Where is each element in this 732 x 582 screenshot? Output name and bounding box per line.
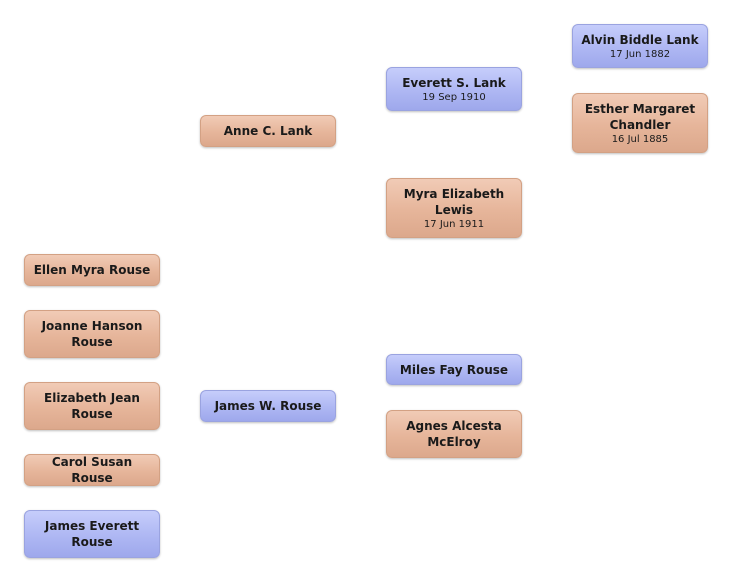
person-card-everett-s-lank[interactable]: Everett S. Lank 19 Sep 1910 — [386, 67, 522, 111]
person-card-james-everett-rouse[interactable]: James Everett Rouse — [24, 510, 160, 558]
person-name: Agnes Alcesta McElroy — [406, 419, 502, 449]
person-card-ellen-myra-rouse[interactable]: Ellen Myra Rouse — [24, 254, 160, 286]
person-card-miles-fay-rouse[interactable]: Miles Fay Rouse — [386, 354, 522, 385]
person-card-agnes-alcesta-mcelroy[interactable]: Agnes Alcesta McElroy — [386, 410, 522, 458]
person-card-anne-c-lank[interactable]: Anne C. Lank — [200, 115, 336, 147]
person-name: Alvin Biddle Lank — [581, 32, 699, 47]
person-name: Carol Susan Rouse — [51, 455, 133, 485]
person-name: Ellen Myra Rouse — [33, 263, 151, 277]
person-name: Elizabeth Jean Rouse — [44, 391, 140, 421]
person-birth-date: 17 Jun 1882 — [609, 48, 671, 60]
person-name: Everett S. Lank — [402, 75, 506, 90]
person-name: James Everett Rouse — [44, 519, 140, 549]
person-card-myra-elizabeth-lewis[interactable]: Myra Elizabeth Lewis 17 Jun 1911 — [386, 178, 522, 238]
person-birth-date: 16 Jul 1885 — [611, 133, 669, 145]
person-name: Joanne Hanson Rouse — [41, 319, 143, 349]
person-birth-date: 19 Sep 1910 — [422, 91, 486, 103]
person-birth-date: 17 Jun 1911 — [423, 218, 485, 230]
person-card-joanne-hanson-rouse[interactable]: Joanne Hanson Rouse — [24, 310, 160, 358]
person-name: Myra Elizabeth Lewis — [403, 186, 505, 217]
person-card-james-w-rouse[interactable]: James W. Rouse — [200, 390, 336, 422]
person-card-alvin-biddle-lank[interactable]: Alvin Biddle Lank 17 Jun 1882 — [572, 24, 708, 68]
person-name: Anne C. Lank — [223, 124, 313, 138]
person-name: James W. Rouse — [214, 399, 322, 413]
person-name: Esther Margaret Chandler — [584, 101, 696, 132]
person-card-carol-susan-rouse[interactable]: Carol Susan Rouse — [24, 454, 160, 486]
person-card-elizabeth-jean-rouse[interactable]: Elizabeth Jean Rouse — [24, 382, 160, 430]
person-card-esther-margaret-chandler[interactable]: Esther Margaret Chandler 16 Jul 1885 — [572, 93, 708, 153]
person-name: Miles Fay Rouse — [399, 362, 509, 377]
